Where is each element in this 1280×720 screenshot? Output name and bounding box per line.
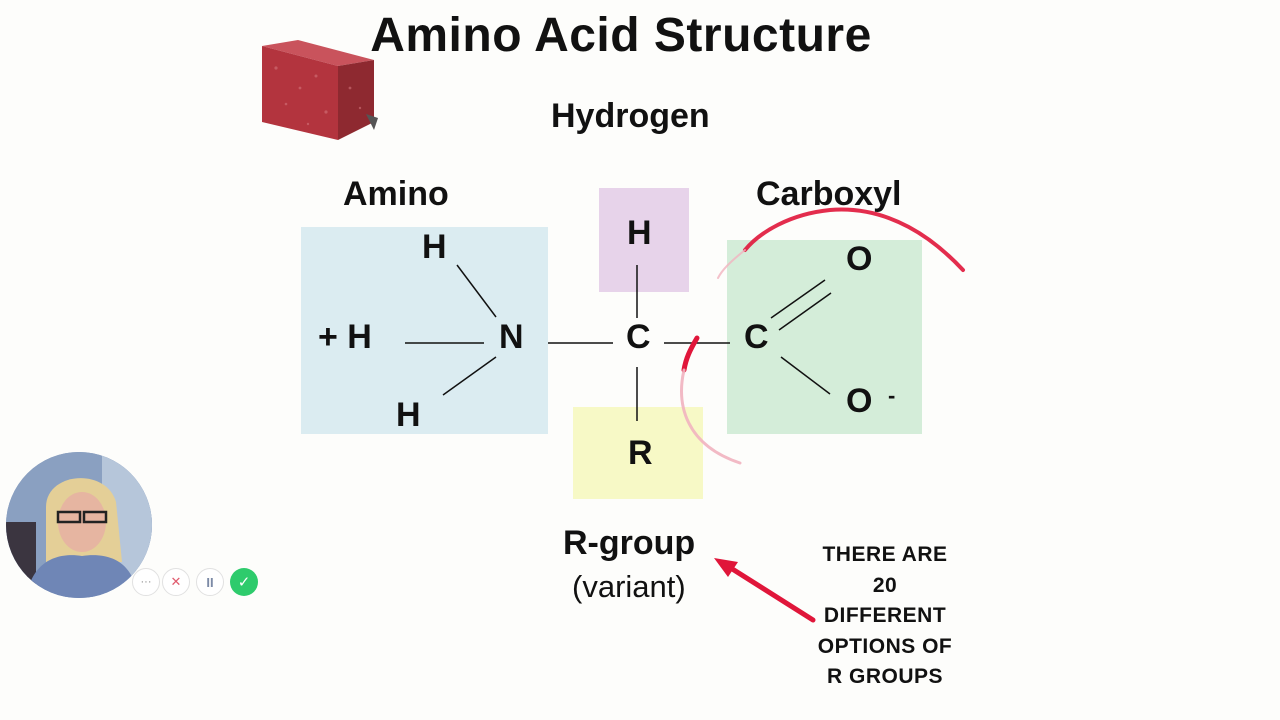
more-icon: ··· bbox=[140, 576, 152, 588]
more-options-button[interactable]: ··· bbox=[132, 568, 160, 596]
annotation-arc-fade bbox=[717, 249, 746, 279]
annotation-arrow-head bbox=[714, 558, 738, 577]
webcam-bubble[interactable] bbox=[6, 452, 152, 598]
amino-group-box bbox=[301, 227, 548, 434]
hydrogen-box bbox=[599, 188, 689, 292]
presenter-video bbox=[6, 452, 152, 598]
r-group-label: R-group bbox=[563, 524, 696, 562]
pause-icon: II bbox=[206, 574, 214, 590]
close-icon: ✕ bbox=[170, 574, 182, 589]
r-group-box bbox=[573, 407, 703, 499]
pause-recording-button[interactable]: II bbox=[196, 568, 224, 596]
bond-c-o-double-1 bbox=[770, 279, 826, 319]
atom-plus-h: + H bbox=[318, 318, 372, 356]
note-line: 20 bbox=[872, 573, 898, 597]
atom-h-bottom: H bbox=[396, 396, 421, 434]
atom-c-carboxyl: C bbox=[744, 318, 769, 356]
atom-o-single: O bbox=[846, 382, 873, 420]
atom-h-alpha: H bbox=[627, 214, 652, 252]
note-line: OPTIONS OF bbox=[817, 634, 953, 658]
note-line: R GROUPS bbox=[826, 665, 943, 688]
atom-n: N bbox=[499, 318, 524, 356]
bond-c-o-single bbox=[780, 356, 831, 395]
check-icon: ✓ bbox=[237, 574, 251, 591]
annotation-arc bbox=[743, 207, 965, 272]
page-title: Amino Acid Structure bbox=[370, 9, 872, 62]
cancel-recording-button[interactable]: ✕ bbox=[162, 568, 190, 596]
atom-o-double: O bbox=[846, 240, 873, 278]
bond-c-o-double-2 bbox=[778, 292, 832, 331]
carboxyl-group-box bbox=[727, 240, 922, 434]
finish-recording-button[interactable]: ✓ bbox=[230, 568, 258, 596]
bond-hbottom-n bbox=[442, 356, 497, 396]
variant-label: (variant) bbox=[572, 569, 686, 604]
atom-r: R bbox=[628, 434, 653, 472]
hydrogen-label: Hydrogen bbox=[551, 97, 710, 135]
annotation-stroke bbox=[681, 335, 700, 373]
amino-label: Amino bbox=[343, 175, 449, 213]
carboxyl-label: Carboxyl bbox=[756, 175, 902, 213]
annotation-arrow-shaft bbox=[723, 562, 816, 623]
note-line: DIFFERENT bbox=[823, 604, 947, 627]
atom-h-top: H bbox=[422, 228, 447, 266]
bond-htop-n bbox=[456, 264, 497, 318]
brick-image bbox=[262, 40, 378, 140]
annotation-stroke-fade bbox=[680, 368, 742, 465]
r-group-note: THERE ARE 20 DIFFERENT OPTIONS OF R GROU… bbox=[800, 540, 970, 693]
note-line: THERE ARE bbox=[822, 543, 948, 566]
oxygen-charge: - bbox=[888, 383, 896, 408]
atom-c-alpha: C bbox=[626, 318, 651, 356]
